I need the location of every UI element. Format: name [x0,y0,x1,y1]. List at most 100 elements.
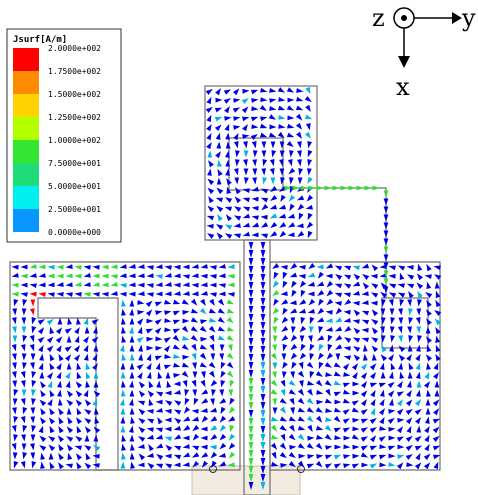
current-arrow [325,408,333,413]
current-arrow [380,326,385,334]
current-arrow [389,326,395,334]
legend-swatch [13,94,39,117]
current-arrow [242,222,251,228]
current-arrow [74,273,82,279]
current-arrow [426,309,432,317]
current-arrow [146,427,154,433]
current-arrow [136,363,144,371]
current-arrow [296,195,305,201]
current-arrow [172,334,180,342]
current-arrow [216,224,224,230]
current-arrow [371,309,379,317]
current-arrow [273,271,279,280]
current-arrow [272,335,278,343]
current-arrow [334,444,342,450]
current-arrow [325,417,333,422]
current-arrow [397,283,405,289]
current-arrow [316,264,324,270]
current-arrow [242,213,251,219]
current-arrow [226,352,234,360]
current-arrow [57,389,62,397]
current-arrow [270,221,278,229]
current-arrow [388,354,395,362]
current-arrow [67,416,73,425]
current-arrow [425,291,433,298]
current-arrow [209,407,218,413]
current-arrow [20,282,28,288]
current-arrow [206,132,212,141]
current-arrow [343,355,351,361]
current-arrow [298,308,307,314]
current-arrow [85,362,91,371]
current-arrow [433,265,441,271]
current-arrow [20,292,28,298]
legend-label: 1.0000e+002 [48,136,101,145]
current-arrow [227,292,235,297]
current-arrow [119,291,127,297]
current-arrow [416,282,424,290]
current-arrow [268,132,277,138]
current-arrow [49,353,55,362]
current-arrow [209,343,215,352]
current-arrow [210,379,218,387]
current-arrow [129,371,135,379]
current-arrow [191,291,199,297]
current-arrow [182,264,190,270]
current-arrow [173,434,182,440]
legend-swatch [13,48,39,71]
current-arrow [387,381,395,389]
current-arrow [248,258,254,266]
current-arrow [38,344,44,353]
current-arrow [296,223,304,229]
current-arrow [282,343,288,352]
current-arrow [65,264,73,270]
current-arrow [57,435,65,443]
current-arrow [248,338,254,346]
current-arrow [334,283,343,289]
current-arrow [316,281,325,287]
current-arrow [29,308,35,316]
current-arrow [343,463,351,469]
current-arrow [300,317,306,325]
current-arrow [270,141,276,149]
current-arrow [74,445,83,451]
current-arrow [21,389,27,397]
current-arrow [29,343,35,352]
current-arrow [252,159,258,167]
current-arrow [248,458,254,466]
current-arrow [20,370,26,379]
current-arrow [295,113,303,121]
current-arrow [216,177,222,185]
current-arrow [93,344,99,352]
current-arrow [48,417,56,425]
current-arrow [38,282,46,288]
current-arrow [380,354,388,362]
current-arrow [225,233,233,239]
current-arrow [260,306,266,314]
current-arrow [182,462,190,467]
current-arrow [137,273,145,279]
current-arrow [307,176,313,185]
current-arrow [30,407,36,415]
current-arrow [92,292,100,297]
current-arrow [147,462,155,470]
current-arrow [371,345,379,353]
current-arrow [232,107,241,113]
current-arrow [233,132,239,141]
current-arrow [295,122,303,130]
current-arrow [286,87,295,93]
current-arrow [435,353,441,362]
current-arrow [343,454,351,460]
current-arrow [383,238,389,246]
current-arrow [407,299,413,307]
current-arrow [20,461,26,469]
current-arrow [406,390,412,398]
current-arrow [31,326,37,334]
current-arrow [398,335,403,343]
current-arrow [405,435,413,443]
current-arrow [380,299,386,307]
current-arrow [228,442,236,450]
axis-x-label: x [396,73,410,101]
current-arrow [21,326,27,334]
current-arrow [155,264,163,270]
